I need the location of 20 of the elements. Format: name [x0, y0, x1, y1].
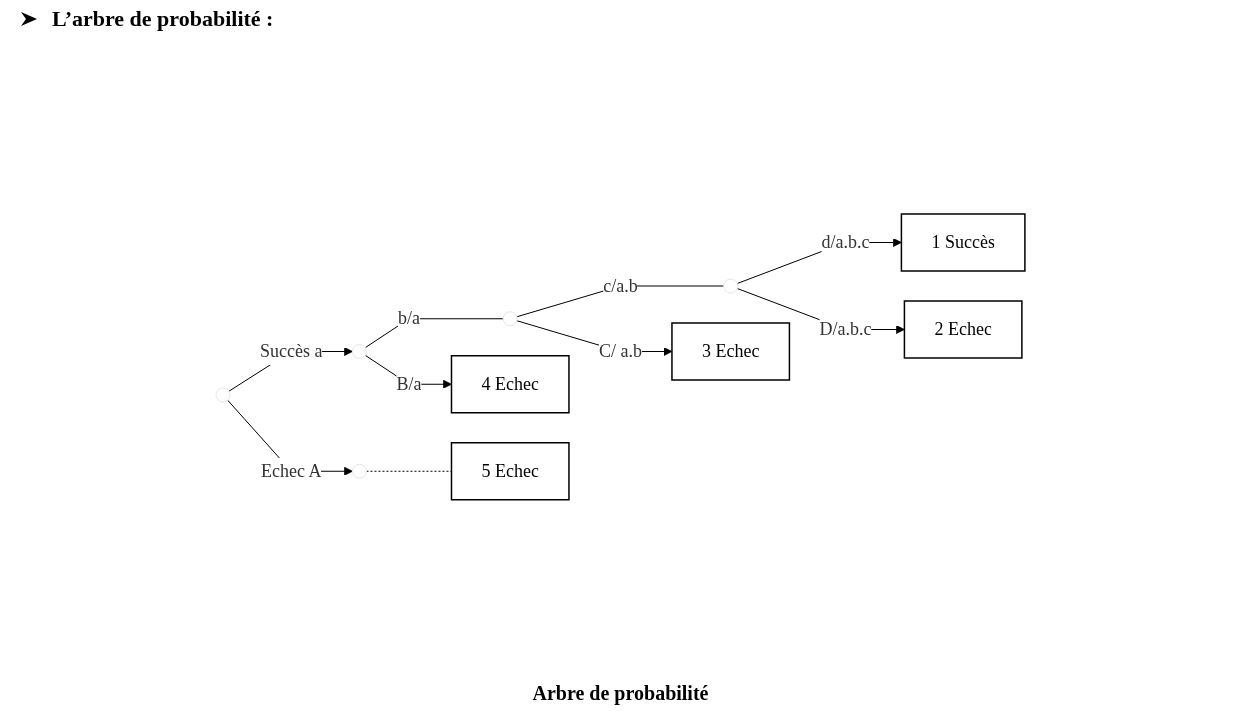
edge-label: c/a.b: [603, 275, 638, 296]
node-point: [723, 278, 739, 294]
edge-label: b/a: [398, 308, 421, 329]
edge-label: D/a.b.c: [819, 319, 872, 340]
node-box: 2 Echec: [903, 300, 1023, 359]
edge-label: C/ a.b: [599, 341, 642, 362]
edge-label: Succès a: [260, 341, 323, 362]
node-point: [352, 463, 368, 479]
node-box: 5 Echec: [450, 442, 570, 501]
edge-label: B/a: [396, 373, 422, 394]
node-box: 1 Succès: [900, 213, 1026, 272]
node-point: [502, 311, 518, 327]
node-box: 4 Echec: [450, 355, 570, 414]
caption: Arbre de probabilité: [531, 682, 710, 705]
node-box: 3 Echec: [671, 322, 791, 381]
edge-label: d/a.b.c: [821, 232, 870, 253]
node-point: [352, 344, 368, 360]
node-point: [215, 387, 231, 403]
title: L’arbre de probabilité :: [52, 6, 274, 32]
edge-label: Echec A: [261, 460, 322, 481]
